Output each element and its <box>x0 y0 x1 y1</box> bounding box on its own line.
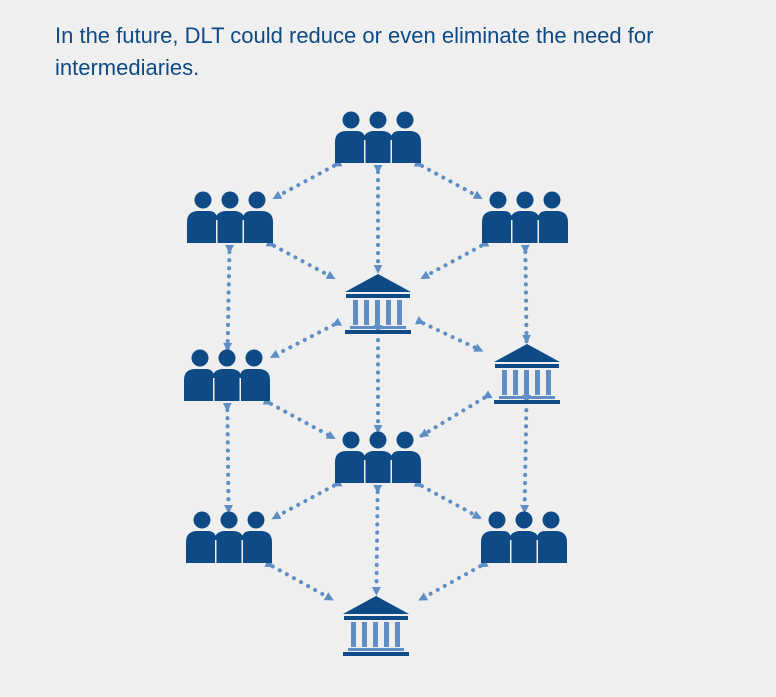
bidirectional-dotted-arrow <box>413 478 483 520</box>
people-icon <box>481 511 567 563</box>
people-icon <box>186 511 272 563</box>
bank-icon <box>345 274 411 334</box>
bidirectional-dotted-arrow <box>371 484 383 597</box>
bidirectional-dotted-arrow <box>413 158 484 201</box>
people-icon <box>187 191 273 243</box>
bidirectional-dotted-arrow <box>269 317 343 360</box>
connector-layer <box>222 158 532 602</box>
people-icon <box>184 349 270 401</box>
people-icon <box>482 191 568 243</box>
bidirectional-dotted-arrow <box>418 390 493 439</box>
bidirectional-dotted-arrow <box>271 158 343 201</box>
bidirectional-dotted-arrow <box>520 244 532 345</box>
bidirectional-dotted-arrow <box>262 396 337 441</box>
bidirectional-dotted-arrow <box>271 478 343 521</box>
bidirectional-dotted-arrow <box>520 394 532 515</box>
bidirectional-dotted-arrow <box>414 316 484 353</box>
bidirectional-dotted-arrow <box>264 558 335 602</box>
bidirectional-dotted-arrow <box>265 238 337 281</box>
people-icon <box>335 431 421 483</box>
diagram-caption: In the future, DLT could reduce or even … <box>55 23 654 80</box>
bidirectional-dotted-arrow <box>419 238 490 281</box>
bank-icon <box>343 596 409 656</box>
people-icon <box>335 111 421 163</box>
bidirectional-dotted-arrow <box>417 558 489 602</box>
bidirectional-dotted-arrow <box>223 244 235 353</box>
bank-icon <box>494 344 560 404</box>
bidirectional-dotted-arrow <box>222 402 234 515</box>
